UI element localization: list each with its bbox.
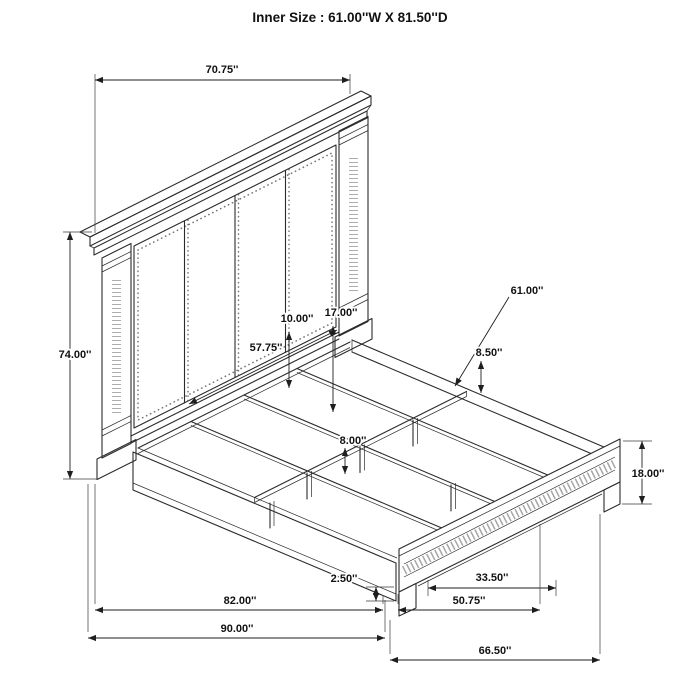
dim-label-rail-offset: 8.50'': [476, 347, 503, 359]
headboard-panel: [130, 144, 340, 444]
dim-foot-inset: 2.50'': [329, 571, 394, 602]
dim-label-footboard-height: 18.00'': [632, 468, 665, 480]
near-side-rail: [132, 451, 397, 602]
dim-overall-height: 74.00'': [57, 231, 99, 480]
support-legs: [269, 418, 456, 529]
dim-footboard-width: 66.50'': [389, 514, 601, 664]
dim-label-foot-spacing: 33.50'': [476, 572, 509, 584]
dim-headboard-width: 70.75'': [94, 62, 351, 233]
dim-leg-height: 8.00'': [338, 433, 368, 474]
deck-edge: [137, 447, 398, 559]
dim-label-footboard-inner-width: 50.75'': [453, 595, 486, 607]
dimension-annotations: 70.75'' 74.00'' 10.00'' 17.00'' 57.75'' …: [57, 62, 667, 664]
headboard-left-plinth: [96, 438, 137, 481]
footboard: [398, 438, 621, 617]
page-title: Inner Size : 61.00''W X 81.50''D: [252, 10, 447, 25]
dim-label-leg-height: 8.00'': [340, 435, 367, 447]
dim-label-overall-length: 90.00'': [221, 623, 254, 635]
dim-label-footboard-width: 66.50'': [479, 645, 512, 657]
nailhead-trim: [137, 151, 333, 422]
far-side-rail: [351, 339, 612, 463]
dim-label-headboard-width: 70.75'': [206, 64, 239, 76]
headboard-crown: [79, 90, 372, 256]
dim-label-panel-offset: 10.00'': [281, 313, 314, 325]
dim-panel-width: 57.75'': [188, 329, 338, 405]
dim-foot-spacing: 33.50'': [427, 570, 557, 596]
dim-label-rail-length: 82.00'': [224, 595, 257, 607]
headboard: [79, 90, 373, 481]
dim-overall-length: 90.00'': [87, 484, 386, 642]
dim-label-foot-inset: 2.50'': [331, 573, 358, 585]
headboard-right-plinth: [334, 317, 373, 359]
dim-inner-width: 61.00'': [454, 283, 546, 387]
dim-label-panel-width: 57.75'': [250, 342, 283, 354]
dim-label-inner-width: 61.00'': [511, 285, 544, 297]
dim-footboard-inner-width: 50.75'': [397, 524, 541, 614]
dim-footboard-height: 18.00'': [622, 440, 667, 505]
support-rails: [190, 367, 557, 536]
footboard-far-foot: [603, 481, 621, 513]
dim-rail-offset: 8.50'': [474, 345, 504, 393]
dim-label-panel-height: 17.00'': [325, 307, 358, 319]
headboard-right-post: [334, 115, 373, 359]
dim-rail-length: 82.00'': [94, 484, 384, 614]
dim-label-overall-height: 74.00'': [59, 349, 92, 361]
headboard-left-post: [96, 242, 137, 481]
footboard-trim-band: [401, 459, 618, 575]
bed-frame-deck: [132, 339, 612, 602]
